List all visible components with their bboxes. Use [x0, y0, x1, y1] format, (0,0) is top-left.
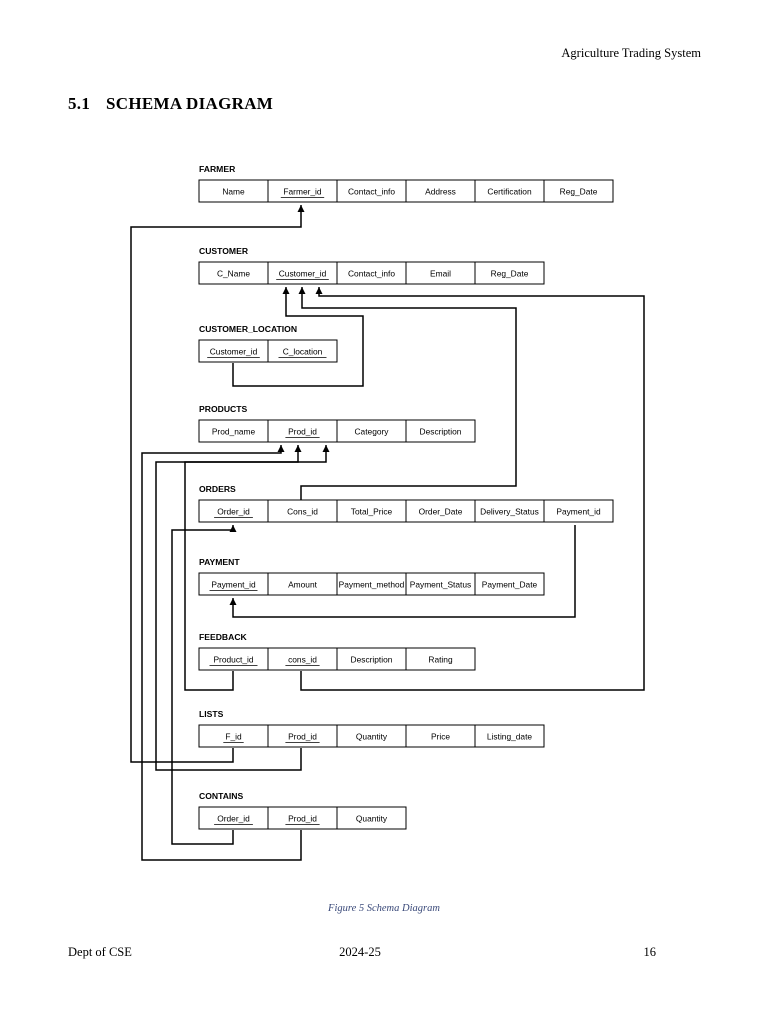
arrowhead-fk-feedback-cons-id-to-customer-customer-id	[315, 287, 323, 294]
table-customer: CUSTOMER C_Name Customer_id Contact_info Ema…	[198, 246, 545, 285]
column-orders-order-id: Order_id	[217, 507, 250, 517]
table-products: PRODUCTS Prod_name Prod_id Category Descript…	[198, 404, 476, 443]
table-name-payment: PAYMENT	[199, 557, 240, 567]
column-payment-amount: Amount	[288, 580, 318, 590]
column-customer-location-customer-id: Customer_id	[210, 347, 258, 357]
arrowhead-fk-contains-order-id-to-orders-order-id	[229, 525, 237, 532]
table-name-feedback: FEEDBACK	[199, 632, 248, 642]
cell-contains-quantity	[336, 806, 407, 830]
column-orders-total-price: Total_Price	[351, 507, 393, 517]
column-products-prod-name: Prod_name	[212, 427, 256, 437]
column-feedback-product-id: Product_id	[213, 655, 253, 665]
connector-fk-lists-prod-id-to-products-prod-id	[155, 445, 327, 771]
column-orders-delivery-status: Delivery_Status	[480, 507, 539, 517]
footer-year: 2024-25	[339, 945, 381, 959]
column-customer-c-name: C_Name	[217, 269, 250, 279]
figure-caption: Figure 5 Schema Diagram	[328, 903, 440, 914]
table-payment: PAYMENT Payment_id Amount Payment_method Pay…	[198, 557, 545, 596]
connector-fk-orders-payment-id-to-payment-payment-id	[232, 525, 576, 618]
table-lists: LISTS F_id Prod_id Quantity Price Listing_dat…	[198, 709, 545, 748]
arrowhead-fk-contains-prod-id-to-products-prod-id	[277, 445, 285, 452]
cell-payment-payment-date	[474, 572, 545, 596]
column-customer-reg-date: Reg_Date	[491, 269, 529, 279]
section-title: SCHEMA DIAGRAM	[106, 94, 274, 113]
column-lists-quantity: Quantity	[356, 732, 388, 742]
column-payment-payment-method: Payment_method	[339, 580, 405, 590]
column-farmer-name: Name	[222, 187, 245, 197]
table-name-orders: ORDERS	[199, 484, 236, 494]
column-payment-payment-id: Payment_id	[211, 580, 256, 590]
table-name-customer-location: CUSTOMER_LOCATION	[199, 324, 297, 334]
footer-department: Dept of CSE	[68, 945, 132, 959]
column-orders-payment-id: Payment_id	[556, 507, 601, 517]
column-feedback-rating: Rating	[428, 655, 453, 665]
column-feedback-description: Description	[351, 655, 393, 665]
arrowhead-fk-orders-payment-id-to-payment-payment-id	[229, 598, 237, 605]
column-farmer-reg-date: Reg_Date	[560, 187, 598, 197]
column-customer-customer-id: Customer_id	[279, 269, 327, 279]
column-lists-prod-id: Prod_id	[288, 732, 317, 742]
column-lists-f-id: F_id	[225, 732, 242, 742]
arrowhead-fk-feedback-product-id-to-products-prod-id	[294, 445, 302, 452]
table-customer-location: CUSTOMER_LOCATION Customer_id C_location	[198, 324, 338, 363]
column-customer-contact-info: Contact_info	[348, 269, 395, 279]
column-farmer-address: Address	[425, 187, 456, 197]
column-farmer-certification: Certification	[487, 187, 532, 197]
connector-fk-orders-cons-id-to-customer-customer-id	[300, 287, 517, 500]
cell-feedback-rating	[405, 647, 476, 671]
column-orders-cons-id: Cons_id	[287, 507, 318, 517]
cell-customer-location-c-location	[267, 339, 338, 363]
column-farmer-contact-info: Contact_info	[348, 187, 395, 197]
running-header: Agriculture Trading System	[561, 46, 701, 60]
arrowhead-fk-orders-cons-id-to-customer-customer-id	[298, 287, 306, 294]
column-products-prod-id: Prod_id	[288, 427, 317, 437]
table-name-products: PRODUCTS	[199, 404, 247, 414]
section-number: 5.1	[68, 94, 91, 113]
connector-fk-lists-f-id-to-farmer-farmer-id	[130, 205, 302, 763]
column-contains-order-id: Order_id	[217, 814, 250, 824]
table-farmer: FARMER Name Farmer_id Contact_info Address Ce…	[198, 164, 614, 203]
connector-fk-feedback-cons-id-to-customer-customer-id	[300, 287, 645, 691]
table-name-customer: CUSTOMER	[199, 246, 249, 256]
column-feedback-cons-id: cons_id	[288, 655, 317, 665]
connector-fk-customer-location-customer-id-to-customer-customer-id	[232, 287, 364, 387]
column-farmer-farmer-id: Farmer_id	[283, 187, 322, 197]
cell-customer-reg-date	[474, 261, 545, 285]
column-lists-listing-date: Listing_date	[487, 732, 533, 742]
column-payment-payment-status: Payment_Status	[410, 580, 471, 590]
cell-farmer-reg-date	[543, 179, 614, 203]
column-lists-price: Price	[431, 732, 450, 742]
table-feedback: FEEDBACK Product_id cons_id Description Rati…	[198, 632, 476, 671]
column-products-category: Category	[355, 427, 390, 437]
column-contains-quantity: Quantity	[356, 814, 388, 824]
footer-page-number: 16	[643, 945, 657, 959]
connector-fk-feedback-product-id-to-products-prod-id	[184, 445, 299, 691]
column-orders-order-date: Order_Date	[419, 507, 463, 517]
table-name-farmer: FARMER	[199, 164, 236, 174]
arrowhead-fk-lists-prod-id-to-products-prod-id	[322, 445, 330, 452]
arrowhead-fk-lists-f-id-to-farmer-farmer-id	[297, 205, 305, 212]
column-contains-prod-id: Prod_id	[288, 814, 317, 824]
table-name-contains: CONTAINS	[199, 791, 244, 801]
arrowhead-fk-customer-location-customer-id-to-customer-customer-id	[282, 287, 290, 294]
cell-orders-payment-id	[543, 499, 614, 523]
cell-lists-listing-date	[474, 724, 545, 748]
cell-products-description	[405, 419, 476, 443]
table-name-lists: LISTS	[199, 709, 224, 719]
column-payment-payment-date: Payment_Date	[482, 580, 538, 590]
column-customer-email: Email	[430, 269, 451, 279]
table-contains: CONTAINS Order_id Prod_id Quantity	[198, 791, 407, 830]
column-products-description: Description	[420, 427, 462, 437]
column-customer-location-c-location: C_location	[283, 347, 323, 357]
table-orders: ORDERS Order_id Cons_id Total_Price Order_Da…	[198, 484, 614, 523]
section-heading: 5.1 SCHEMA DIAGRAM	[68, 94, 273, 114]
